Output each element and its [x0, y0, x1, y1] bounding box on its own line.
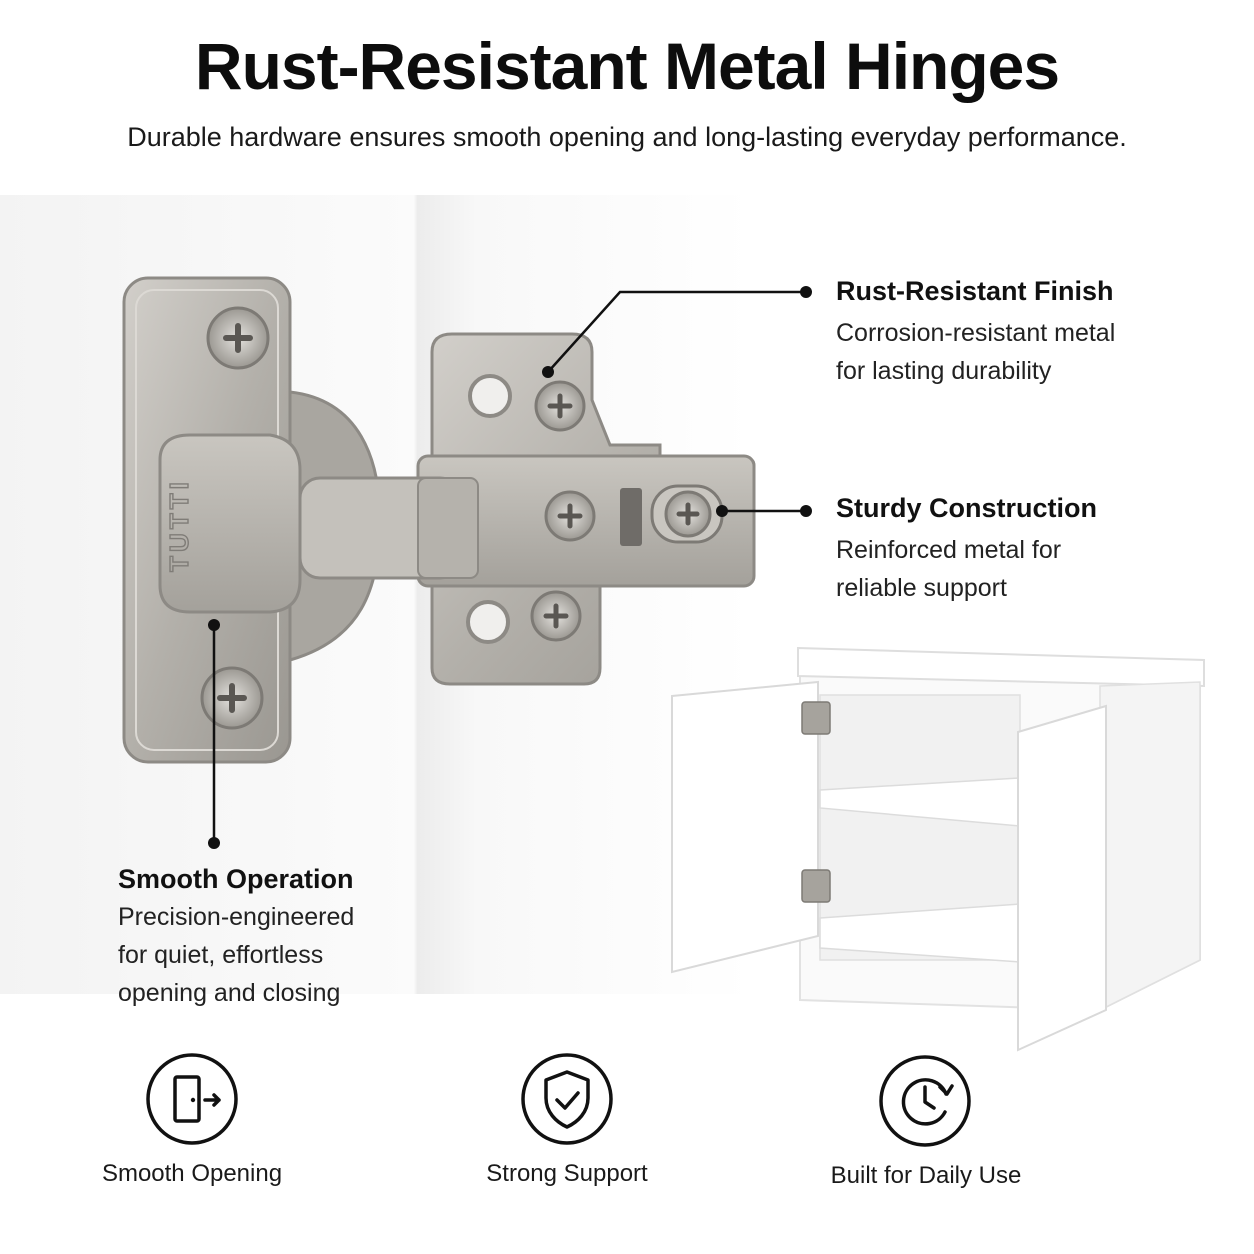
- cabinet-right-door: [1017, 704, 1107, 1052]
- hinge-boss: [158, 433, 302, 614]
- clock-refresh-icon: [879, 1055, 971, 1147]
- door-exit-icon: [146, 1053, 238, 1145]
- callout-line: Precision-engineered: [118, 903, 355, 931]
- hinge-screws: [200, 306, 724, 730]
- cabinet-top: [797, 646, 1205, 688]
- callout-line: for quiet, effortless: [118, 941, 324, 969]
- cabinet-left-door: [671, 680, 819, 974]
- callout-sturdy-text: Reinforced metal for reliable support: [836, 531, 1061, 607]
- feature-label-smooth-opening: Smooth Opening: [101, 1160, 283, 1187]
- callout-sturdy-title: Sturdy Construction: [836, 493, 1097, 523]
- callout-line: Reinforced metal for: [836, 536, 1062, 564]
- hinge-adjustment-slot: [620, 488, 642, 546]
- callout-line: Corrosion-resistant metal: [836, 319, 1116, 347]
- cabinet-hinge: [801, 701, 831, 735]
- hinge-hole: [468, 374, 512, 418]
- feature-label-built-for-daily-use: Built for Daily Use: [830, 1162, 1022, 1189]
- page-title: Rust-Resistant Metal Hinges: [194, 29, 1060, 103]
- cabinet-hinge: [801, 869, 831, 903]
- callout-line: opening and closing: [118, 979, 341, 1007]
- callout-smooth-text: Precision-engineered for quiet, effortle…: [118, 898, 354, 1012]
- shield-check-icon: [521, 1053, 613, 1145]
- callout-line: for lasting durability: [836, 357, 1052, 385]
- callout-rust-resistant-text: Corrosion-resistant metal for lasting du…: [836, 314, 1115, 390]
- cabinet-side: [1099, 681, 1201, 1012]
- feature-label-strong-support: Strong Support: [486, 1160, 648, 1187]
- hinge-hole: [466, 600, 510, 644]
- callout-rust-resistant-title: Rust-Resistant Finish: [836, 276, 1114, 306]
- callout-line: reliable support: [836, 574, 1007, 602]
- callout-leaders: [212, 290, 805, 843]
- page-subtitle: Durable hardware ensures smooth opening …: [127, 122, 1127, 152]
- cabinet-illustration: [671, 646, 1205, 1052]
- hinge-brand-mark: TUTTI: [164, 478, 194, 572]
- callout-smooth-title: Smooth Operation: [118, 864, 354, 894]
